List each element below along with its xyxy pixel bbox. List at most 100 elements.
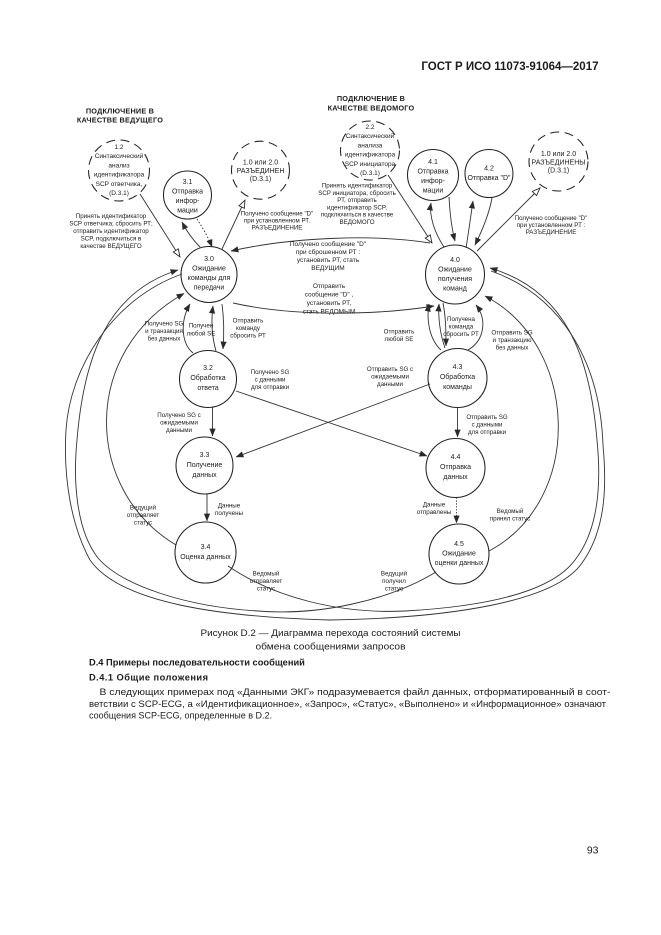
svg-text:при установленном РТ.: при установленном РТ. — [244, 218, 311, 225]
svg-text:стать ВЕДОМЫМ: стать ВЕДОМЫМ — [303, 309, 356, 316]
svg-text:инфор-: инфор- — [176, 198, 200, 205]
svg-text:Отправка: Отправка — [417, 169, 448, 176]
svg-text:Принять идентификатор: Принять идентификатор — [76, 213, 147, 220]
svg-text:статус: статус — [134, 520, 152, 527]
svg-text:качестве ВЕДУЩЕГО: качестве ВЕДУЩЕГО — [80, 243, 141, 250]
svg-text:КАЧЕСТВЕ ВЕДОМОГО: КАЧЕСТВЕ ВЕДОМОГО — [328, 104, 415, 113]
svg-text:без данных: без данных — [496, 345, 530, 352]
svg-text:данных: данных — [192, 472, 217, 479]
svg-text:Получение: Получение — [187, 462, 223, 469]
svg-text:с данными: с данными — [255, 377, 286, 384]
svg-text:сбросить РТ: сбросить РТ — [443, 331, 479, 338]
svg-text:93: 93 — [587, 845, 599, 857]
svg-text:команд: команд — [443, 286, 467, 293]
svg-text:передачи: передачи — [194, 285, 225, 292]
svg-text:сообщение "D" ,: сообщение "D" , — [305, 291, 354, 299]
svg-text:D.4.1 Общие положения: D.4.1 Общие положения — [89, 673, 208, 683]
svg-text:любой SE: любой SE — [187, 331, 216, 338]
svg-text:Получено SG с: Получено SG с — [157, 412, 200, 419]
svg-text:Ведомый: Ведомый — [253, 571, 280, 578]
svg-text:ВЕДУЩИМ: ВЕДУЩИМ — [311, 265, 344, 272]
svg-text:при установленном РТ :: при установленном РТ : — [517, 222, 586, 229]
svg-text:команды: команды — [443, 384, 472, 391]
svg-text:оценки данных: оценки данных — [435, 560, 484, 567]
svg-text:Получено сообщение "D": Получено сообщение "D" — [515, 215, 588, 222]
svg-text:SCP ответчика,: SCP ответчика, — [96, 181, 143, 188]
svg-text:Ожидание: Ожидание — [442, 551, 476, 558]
svg-text:статус: статус — [385, 586, 403, 593]
svg-text:Ожидание: Ожидание — [438, 267, 472, 274]
svg-text:Отправка "D": Отправка "D" — [467, 175, 511, 182]
svg-text:3.2: 3.2 — [203, 365, 213, 372]
svg-text:КАЧЕСТВЕ ВЕДУЩЕГО: КАЧЕСТВЕ ВЕДУЩЕГО — [77, 116, 163, 125]
svg-text:1.0 или 2.0: 1.0 или 2.0 — [541, 151, 576, 158]
svg-text:получения: получения — [438, 276, 472, 283]
svg-text:Отправить SG: Отправить SG — [466, 414, 508, 421]
svg-text:команду: команду — [236, 325, 261, 332]
svg-text:обмена сообщениями запросов: обмена сообщениями запросов — [256, 642, 406, 652]
svg-text:Отправить SG: Отправить SG — [491, 330, 533, 337]
svg-text:сбросить РТ: сбросить РТ — [230, 333, 266, 340]
svg-text:при сброшенном РТ :: при сброшенном РТ : — [296, 248, 360, 256]
svg-text:D.4 Примеры последовательности: D.4 Примеры последовательности сообщений — [89, 658, 305, 668]
svg-text:Обработка: Обработка — [190, 374, 225, 382]
svg-text:и транзакция: и транзакция — [145, 328, 183, 335]
svg-text:Отправить: Отправить — [384, 329, 415, 336]
svg-text:отправить идентификатор: отправить идентификатор — [73, 228, 149, 235]
svg-text:Данные: Данные — [218, 503, 241, 510]
svg-text:Отправить: Отправить — [313, 283, 346, 290]
svg-text:данных: данных — [443, 474, 468, 481]
svg-text:Ведущий: Ведущий — [130, 505, 157, 512]
svg-text:и транзакцию: и транзакцию — [493, 337, 532, 344]
svg-text:3.3: 3.3 — [200, 452, 210, 459]
svg-text:РАЗЪЕДИНЕНИЕ: РАЗЪЕДИНЕНИЕ — [526, 229, 577, 236]
svg-text:данными: данными — [377, 381, 404, 388]
svg-text:РАЗЪЕДИНЕН: РАЗЪЕДИНЕН — [237, 168, 285, 175]
svg-text:ожидаемыми: ожидаемыми — [160, 420, 198, 427]
svg-text:команда: команда — [449, 324, 474, 331]
svg-text:для отправки: для отправки — [468, 429, 507, 436]
svg-text:Синтаксический: Синтаксический — [95, 152, 144, 160]
svg-text:установить РТ,: установить РТ, — [307, 300, 352, 307]
svg-text:Получено SG: Получено SG — [251, 369, 290, 376]
svg-text:мации: мации — [177, 208, 198, 215]
svg-text:Принять идентификатор: Принять идентификатор — [322, 183, 393, 190]
svg-text:SCP инициатора, сбросить: SCP инициатора, сбросить — [318, 190, 396, 197]
svg-text:В следующих примерах под «Данн: В следующих примерах под «Данными ЭКГ» п… — [100, 687, 611, 697]
svg-text:РАЗЪЕДИНЕНИЕ: РАЗЪЕДИНЕНИЕ — [252, 225, 303, 232]
svg-text:ВЕДОМОГО: ВЕДОМОГО — [339, 219, 374, 226]
svg-text:любой SE: любой SE — [385, 336, 414, 343]
svg-text:3.1: 3.1 — [183, 179, 193, 186]
svg-text:мации: мации — [423, 188, 444, 195]
svg-text:РАЗЪЕДИНЕНЫ: РАЗЪЕДИНЕНЫ — [532, 159, 586, 166]
svg-text:4.5: 4.5 — [454, 541, 464, 548]
svg-text:инфор-: инфор- — [421, 178, 445, 185]
svg-text:Отправка: Отправка — [440, 464, 471, 471]
svg-text:Оценка данных: Оценка данных — [180, 554, 231, 561]
svg-text:ожидаемыми: ожидаемыми — [371, 374, 409, 381]
svg-text:идентификатора: идентификатора — [345, 152, 396, 159]
svg-text:SCP, подключиться в: SCP, подключиться в — [81, 236, 142, 243]
svg-text:отправляет: отправляет — [127, 512, 160, 519]
svg-text:сообщения SCP-ECG, определенны: сообщения SCP-ECG, определенные в D.2. — [89, 711, 272, 721]
svg-text:получил: получил — [382, 578, 406, 585]
svg-text:SCP ответчика; сбросить РТ;: SCP ответчика; сбросить РТ; — [69, 221, 153, 228]
svg-text:установить РТ, стать: установить РТ, стать — [297, 257, 360, 264]
svg-text:(D.3.1): (D.3.1) — [250, 176, 271, 183]
svg-text:Получен: Получен — [189, 323, 214, 330]
svg-text:Получено сообщение "D": Получено сообщение "D" — [241, 211, 314, 218]
svg-text:4.1: 4.1 — [428, 159, 438, 166]
svg-text:(D.3.1): (D.3.1) — [548, 168, 569, 175]
svg-text:3.4: 3.4 — [201, 544, 211, 551]
svg-text:Получено SG: Получено SG — [145, 321, 184, 328]
svg-text:3.0: 3.0 — [204, 256, 214, 263]
svg-text:с данными: с данными — [472, 422, 503, 429]
svg-text:анализ: анализ — [108, 162, 129, 169]
svg-text:ПОДКЛЮЧЕНИЕ В: ПОДКЛЮЧЕНИЕ В — [337, 94, 405, 103]
svg-text:для отправки: для отправки — [251, 384, 290, 391]
svg-text:Синтаксический: Синтаксический — [346, 132, 395, 140]
svg-text:получены: получены — [215, 510, 243, 517]
svg-text:Рисунок D.2 — Диаграмма перехо: Рисунок D.2 — Диаграмма перехода состоян… — [201, 628, 461, 638]
svg-text:Ожидание: Ожидание — [192, 266, 226, 273]
svg-text:подключиться в качестве: подключиться в качестве — [321, 212, 394, 219]
